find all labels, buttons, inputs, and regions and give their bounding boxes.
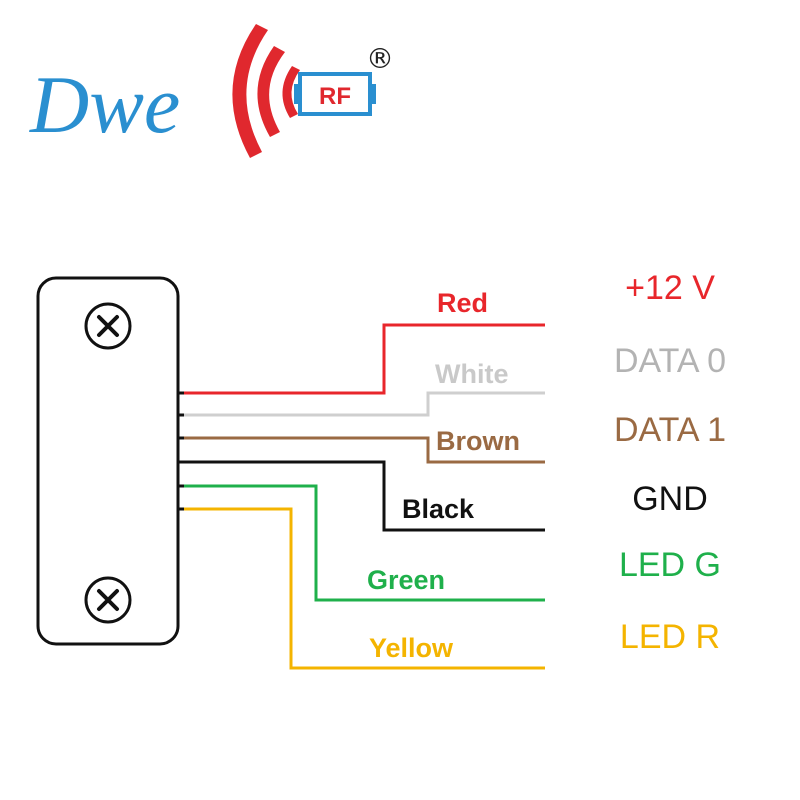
registered-mark: ®: [366, 42, 394, 75]
signal-label-led-r: LED R: [620, 618, 720, 656]
wire-label-white: White: [435, 359, 509, 389]
signal-label-12v: +12 V: [625, 269, 715, 307]
wire-labels: Red White Brown Black Green Yellow: [367, 288, 520, 663]
rf-badge-text: RF: [319, 83, 351, 110]
wire-label-yellow: Yellow: [369, 633, 454, 663]
wire-yellow: [178, 507, 545, 670]
screw-icon: [84, 302, 132, 350]
wire-label-green: Green: [367, 565, 445, 595]
screw-icon: [84, 576, 132, 624]
wire-white: [178, 391, 545, 417]
signal-label-data0: DATA 0: [614, 342, 726, 380]
wire-label-red: Red: [437, 288, 488, 318]
wire-green: [178, 484, 545, 602]
wire-brown: [178, 436, 545, 464]
rf-badge-pin-left: [294, 84, 302, 104]
wire-red: [178, 323, 545, 395]
signal-label-gnd: GND: [632, 480, 708, 518]
signal-label-led-g: LED G: [619, 546, 721, 584]
wire-group: [178, 323, 545, 670]
rf-badge-pin-right: [368, 84, 376, 104]
brand-logo: Dwe RF ®: [29, 24, 394, 158]
rf-wave-icon: [232, 24, 300, 158]
reader-device: [36, 276, 180, 646]
brand-name: Dwe: [29, 59, 180, 150]
wire-black: [178, 460, 545, 532]
wire-label-black: Black: [402, 494, 475, 524]
pin-stubs: [178, 391, 184, 511]
wire-label-brown: Brown: [436, 426, 520, 456]
signal-label-data1: DATA 1: [614, 411, 726, 449]
signal-labels: +12 V DATA 0 DATA 1 GND LED G LED R: [614, 269, 726, 656]
